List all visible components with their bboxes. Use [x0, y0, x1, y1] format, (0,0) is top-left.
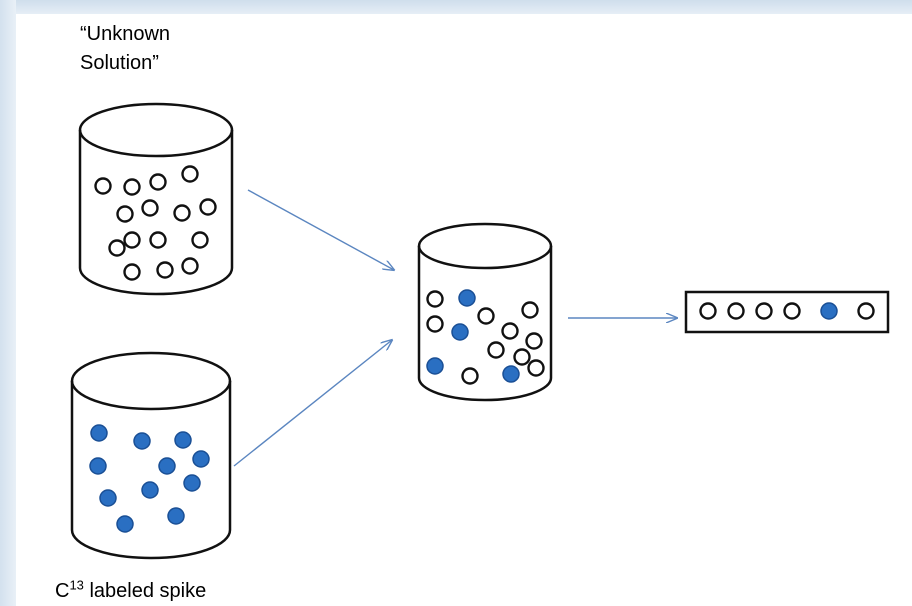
labeled-particle — [192, 450, 210, 468]
mixture-open-particles — [426, 290, 545, 385]
labeled-particle — [167, 507, 185, 525]
labeled-particle — [116, 515, 134, 533]
detector-strip — [684, 290, 890, 334]
unknown-solution-label: “Unknown Solution” — [80, 20, 170, 78]
open-particle — [461, 367, 479, 385]
open-particle — [727, 302, 745, 320]
open-particle — [149, 231, 167, 249]
labeled-particle — [174, 431, 192, 449]
labeled-particle — [90, 424, 108, 442]
open-particle — [513, 348, 531, 366]
labeled-particle — [426, 357, 444, 375]
open-particle — [525, 332, 543, 350]
spike-label-superscript: 13 — [69, 577, 84, 593]
spike-cylinder — [70, 351, 232, 560]
open-particle — [199, 198, 217, 216]
open-particle — [173, 204, 191, 222]
spike-label-prefix: C — [55, 580, 70, 602]
labeled-particle — [458, 289, 476, 307]
spike-label-suffix: labeled spike — [83, 580, 207, 602]
strip-labeled-particle — [820, 302, 838, 320]
open-particle — [501, 322, 519, 340]
open-particle — [141, 199, 159, 217]
spike-particles — [89, 424, 210, 533]
open-particle — [116, 205, 134, 223]
open-particle — [156, 261, 174, 279]
open-particle — [527, 359, 545, 377]
labeled-particle — [183, 474, 201, 492]
labeled-particle — [99, 489, 117, 507]
open-particle — [426, 315, 444, 333]
open-particle — [149, 173, 167, 191]
open-particle — [191, 231, 209, 249]
open-particle — [108, 239, 126, 257]
spike-to-mix-arrow — [233, 340, 392, 467]
open-particle — [123, 178, 141, 196]
labeled-particle — [451, 323, 469, 341]
unknown-particles — [94, 165, 217, 281]
labeled-particle — [133, 432, 151, 450]
labeled-particle — [89, 457, 107, 475]
unknown-to-mix-arrow — [247, 189, 394, 270]
slide-frame-top — [0, 0, 912, 14]
mixture-labeled-particles — [426, 289, 520, 383]
spike-label: C13 labeled spike — [55, 577, 206, 606]
open-particle — [857, 302, 875, 320]
open-particle — [123, 231, 141, 249]
open-particle — [755, 302, 773, 320]
open-particle — [426, 290, 444, 308]
open-particle — [521, 301, 539, 319]
open-particle — [94, 177, 112, 195]
open-particle — [477, 307, 495, 325]
strip-open-particles — [699, 302, 875, 320]
labeled-particle — [141, 481, 159, 499]
open-particle — [181, 257, 199, 275]
open-particle — [181, 165, 199, 183]
mixture-cylinder — [417, 222, 553, 402]
unknown-label-line2: Solution” — [80, 52, 159, 74]
open-particle — [699, 302, 717, 320]
slide-frame-left — [0, 0, 16, 606]
unknown-solution-cylinder — [78, 102, 234, 296]
labeled-particle — [158, 457, 176, 475]
open-particle — [123, 263, 141, 281]
labeled-particle — [502, 365, 520, 383]
open-particle — [783, 302, 801, 320]
unknown-label-line1: “Unknown — [80, 23, 171, 45]
open-particle — [487, 341, 505, 359]
